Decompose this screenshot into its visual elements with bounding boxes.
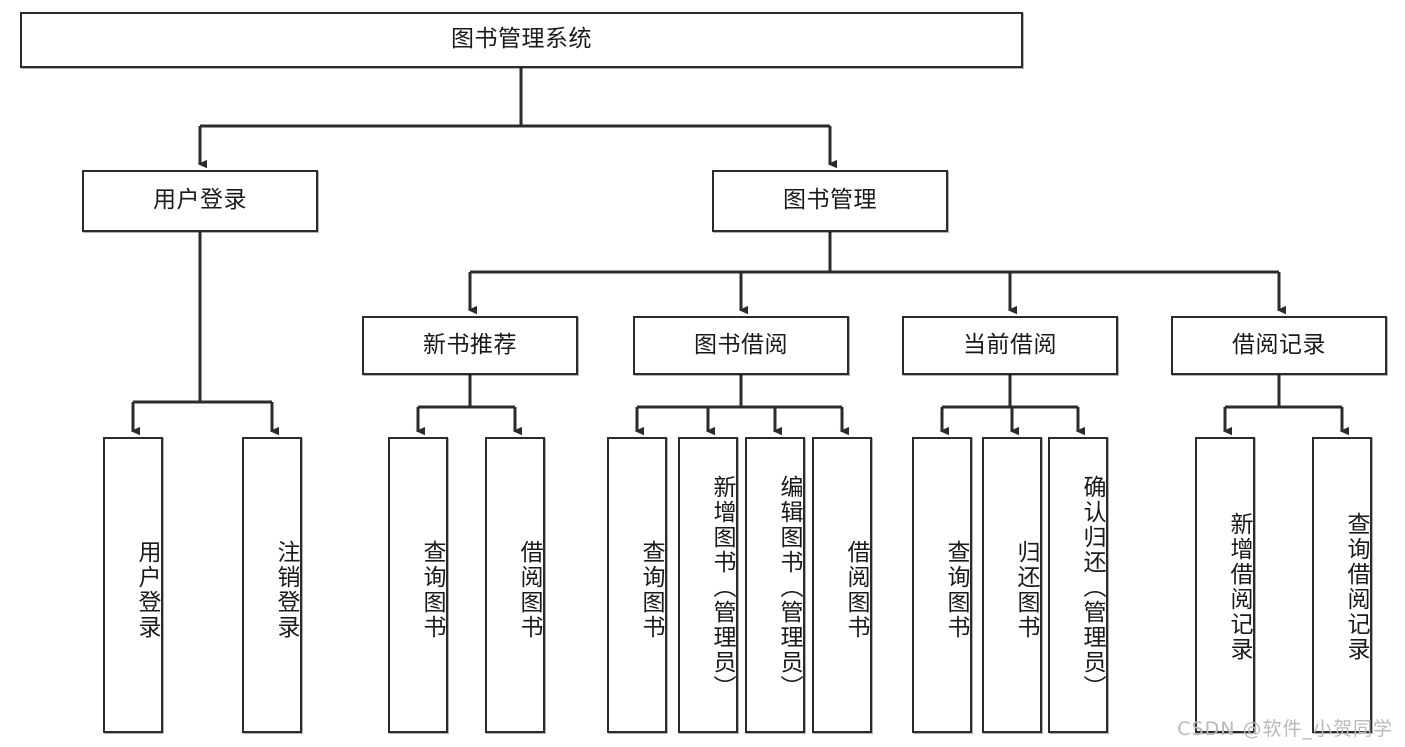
- node-book-manage-label: 图书管理: [783, 187, 877, 214]
- node-leaf-return-book[interactable]: 归还图书: [982, 437, 1042, 733]
- node-leaf-logout[interactable]: 注销登录: [242, 437, 302, 733]
- node-book-borrow-label: 图书借阅: [694, 331, 788, 358]
- node-leaf-add-book[interactable]: 新增图书（管理员）: [678, 437, 738, 733]
- node-new-book-recommend[interactable]: 新书推荐: [362, 316, 578, 375]
- node-leaf-borrow-book-2[interactable]: 借阅图书: [812, 437, 872, 733]
- node-leaf-borrow-book-2-label: 借阅图书: [843, 540, 869, 640]
- node-leaf-borrow-book-1[interactable]: 借阅图书: [485, 437, 545, 733]
- node-book-borrow[interactable]: 图书借阅: [633, 316, 849, 375]
- node-leaf-edit-book[interactable]: 编辑图书（管理员）: [745, 437, 805, 733]
- node-leaf-query-book-1[interactable]: 查询图书: [388, 437, 448, 733]
- node-leaf-query-book-3[interactable]: 查询图书: [912, 437, 972, 733]
- node-new-book-recommend-label: 新书推荐: [423, 331, 517, 358]
- node-leaf-add-record[interactable]: 新增借阅记录: [1195, 437, 1255, 733]
- node-leaf-query-book-1-label: 查询图书: [419, 540, 445, 640]
- node-root-label: 图书管理系统: [451, 26, 592, 53]
- node-leaf-add-book-label: 新增图书（管理员）: [709, 474, 735, 700]
- node-leaf-confirm-return[interactable]: 确认归还（管理员）: [1048, 437, 1108, 733]
- node-book-manage[interactable]: 图书管理: [712, 170, 948, 232]
- node-leaf-confirm-return-label: 确认归还（管理员）: [1079, 474, 1105, 700]
- node-leaf-logout-label: 注销登录: [273, 540, 299, 640]
- node-leaf-edit-book-label: 编辑图书（管理员）: [776, 474, 802, 700]
- node-leaf-user-login-label: 用户登录: [134, 540, 160, 640]
- node-current-borrow[interactable]: 当前借阅: [902, 316, 1118, 375]
- node-user-login[interactable]: 用户登录: [82, 170, 318, 232]
- node-current-borrow-label: 当前借阅: [963, 331, 1057, 358]
- node-leaf-query-book-2-label: 查询图书: [638, 540, 664, 640]
- node-leaf-query-record[interactable]: 查询借阅记录: [1312, 437, 1372, 733]
- csdn-watermark: CSDN @软件_小贺同学: [1177, 718, 1393, 740]
- node-leaf-query-book-2[interactable]: 查询图书: [607, 437, 667, 733]
- node-leaf-user-login[interactable]: 用户登录: [103, 437, 163, 733]
- node-leaf-query-record-label: 查询借阅记录: [1343, 512, 1369, 662]
- node-leaf-query-book-3-label: 查询图书: [943, 540, 969, 640]
- node-borrow-record[interactable]: 借阅记录: [1171, 316, 1387, 375]
- node-leaf-add-record-label: 新增借阅记录: [1226, 512, 1252, 662]
- node-borrow-record-label: 借阅记录: [1232, 331, 1326, 358]
- node-leaf-return-book-label: 归还图书: [1013, 540, 1039, 640]
- node-root[interactable]: 图书管理系统: [20, 12, 1023, 68]
- node-leaf-borrow-book-1-label: 借阅图书: [516, 540, 542, 640]
- node-user-login-label: 用户登录: [153, 187, 247, 214]
